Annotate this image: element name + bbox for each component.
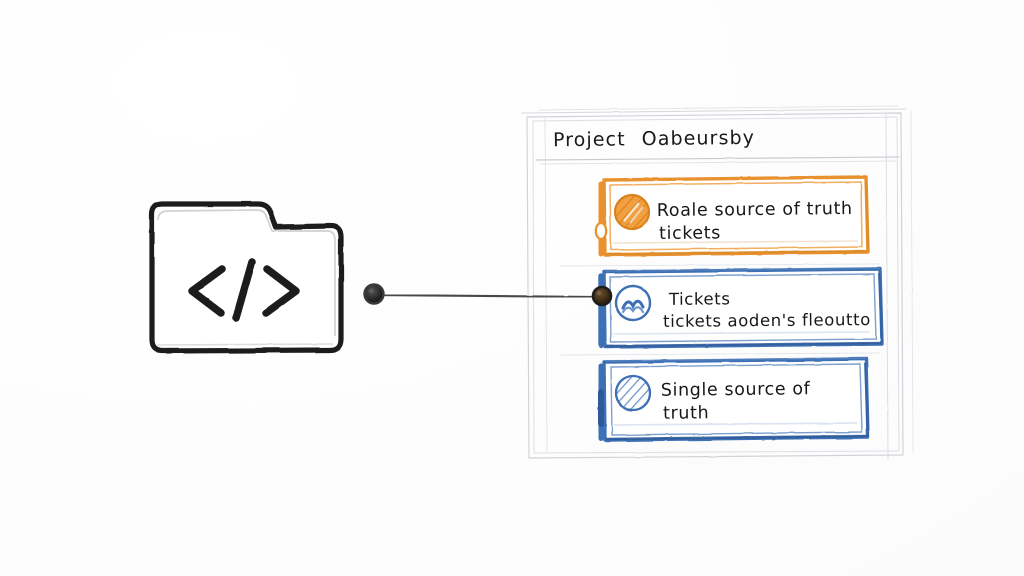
wave-circle-icon-blue	[614, 284, 652, 322]
card-2-line2: tickets aoden's fleoutto	[663, 309, 871, 331]
card-3[interactable]	[598, 357, 870, 442]
card-separators	[559, 263, 881, 356]
code-folder-icon[interactable]	[149, 201, 344, 354]
card-1-line1: Roale source of truth	[656, 198, 853, 222]
title-name: Oabeursby	[641, 126, 756, 151]
connector-line	[376, 232, 603, 400]
hatched-circle-icon-orange	[613, 193, 651, 231]
card-1-text: Roale source of truth tickets	[657, 198, 853, 246]
connector-dot-left[interactable]	[363, 283, 385, 305]
title-prefix: Project	[552, 128, 626, 152]
card-3-text: Single source of truth	[661, 378, 811, 426]
panel-header-divider	[535, 156, 900, 165]
hatched-circle-icon-blue	[614, 374, 652, 412]
panel-frame	[521, 105, 914, 460]
page-title: Project Oabeursby	[553, 127, 755, 151]
card-1-line2: tickets	[659, 223, 722, 245]
connector-dot-right[interactable]	[591, 285, 613, 307]
card-3-line2: truth	[663, 403, 710, 424]
card-2-text: Tickets tickets aoden's fleoutto	[661, 287, 871, 332]
card-3-line1: Single source of	[660, 379, 811, 401]
card-1-link-ring	[594, 221, 608, 241]
card-2-line1: Tickets	[668, 289, 731, 309]
code-glyph	[188, 258, 300, 322]
